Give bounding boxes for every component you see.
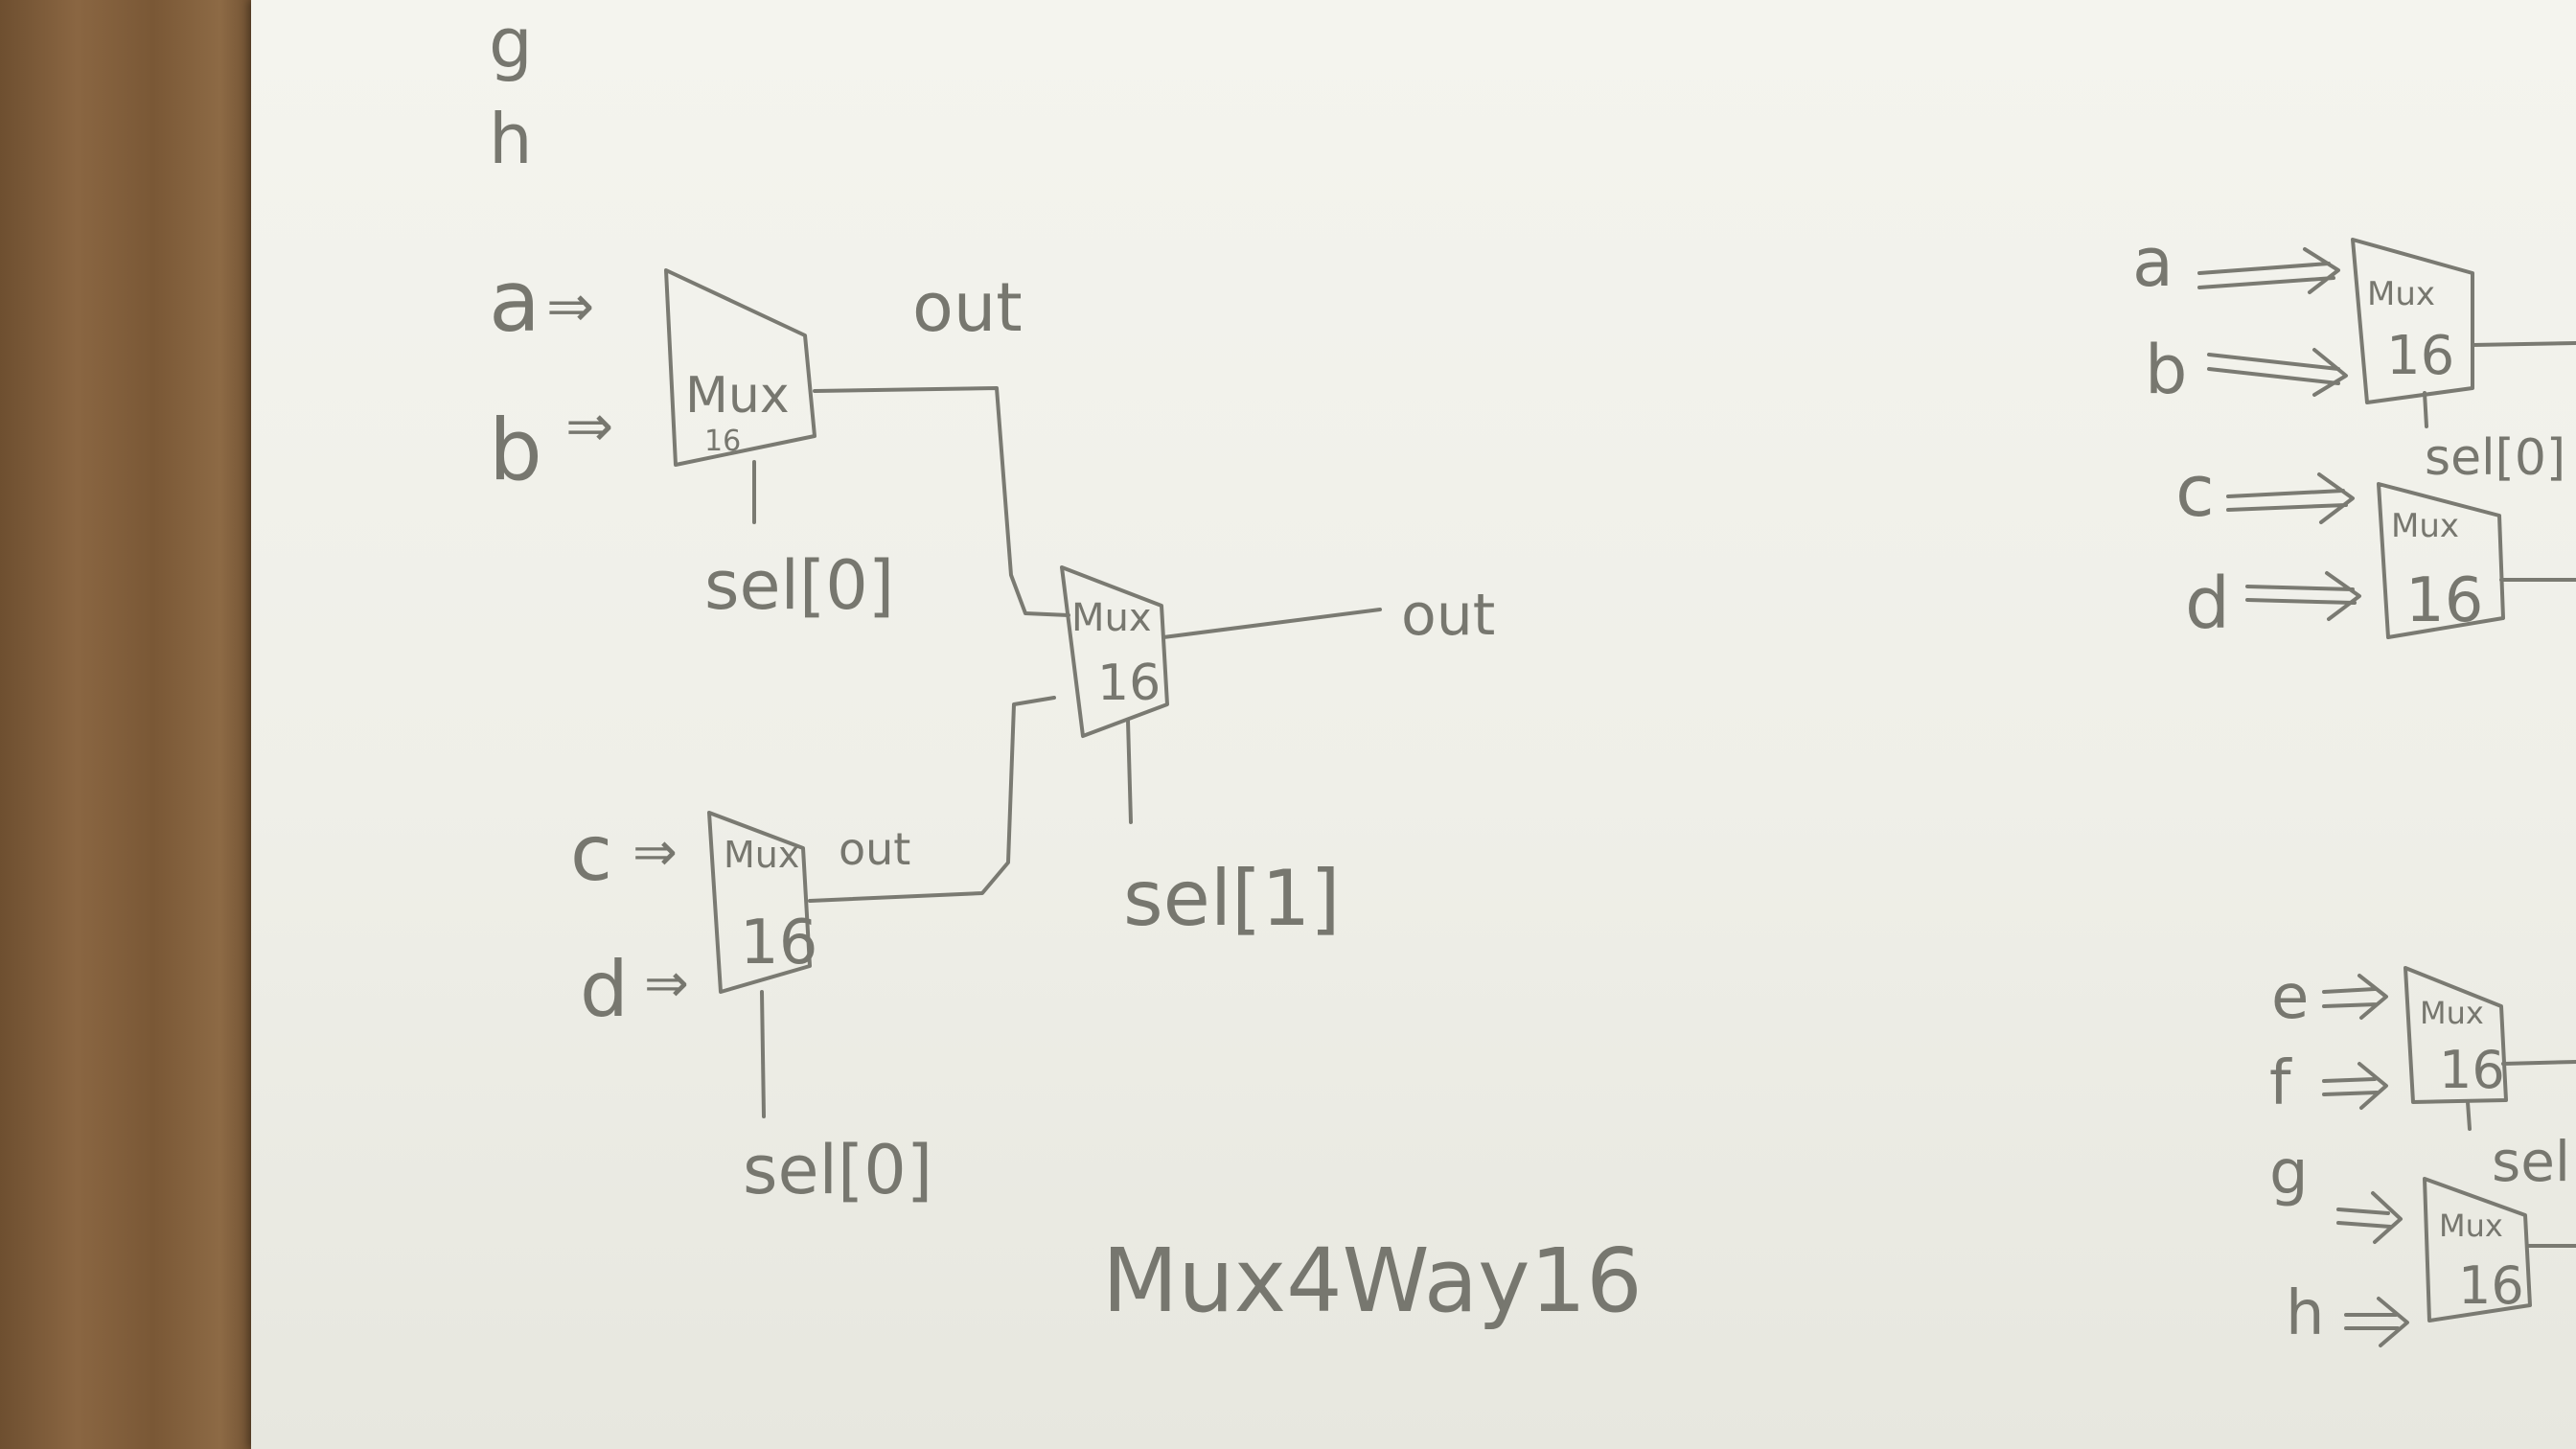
mux-final-body — [1060, 565, 1169, 738]
side-input-d: d — [2185, 563, 2230, 645]
side-input-a: a — [2132, 223, 2174, 302]
side-mux-gh: Mux 16 — [2423, 1177, 2532, 1322]
wire-ab-to-final — [813, 386, 1070, 617]
mux-ab-sel-label: sel[0] — [704, 546, 894, 625]
mux-cd-label: Mux — [724, 834, 799, 876]
side-mux-ef-sel: sel — [2492, 1129, 2570, 1194]
side-arrow-b — [2207, 348, 2348, 397]
side-mux-gh-width: 16 — [2458, 1255, 2524, 1316]
side-mux-cd-width: 16 — [2405, 565, 2483, 636]
side-mux-ef-sel-wire — [2466, 1100, 2472, 1131]
side-mux-ef: Mux 16 — [2404, 966, 2508, 1104]
side-mux-ab-label: Mux — [2367, 275, 2435, 313]
mux-ab-width: 16 — [704, 425, 741, 458]
input-a-arrow: ⇒ — [546, 273, 594, 340]
side-arrow-e — [2322, 974, 2388, 1020]
mux-final-width: 16 — [1097, 655, 1161, 712]
side-arrow-h — [2344, 1297, 2409, 1347]
side-mux-ef-body — [2404, 966, 2508, 1104]
side-mux-gh-label: Mux — [2439, 1208, 2503, 1244]
side-mux-ef-label: Mux — [2420, 995, 2484, 1031]
input-b-arrow: ⇒ — [565, 393, 613, 460]
side-mux-ab: Mux 16 — [2351, 238, 2474, 404]
paper-sheet — [251, 0, 2576, 1449]
side-arrow-c — [2226, 472, 2355, 524]
mux-ab-body — [664, 268, 816, 467]
side-mux-ab-sel: sel[0] — [2425, 429, 2565, 487]
side-input-c: c — [2175, 450, 2215, 533]
side-mux-ab-sel-wire — [2423, 391, 2428, 428]
mux-final: Mux 16 — [1060, 565, 1169, 738]
side-mux-ab-out — [2471, 341, 2576, 347]
mux-cd-sel-wire — [760, 990, 766, 1118]
mux-cd-sel-label: sel[0] — [743, 1131, 932, 1209]
side-input-e: e — [2271, 962, 2309, 1033]
side-arrow-a — [2197, 247, 2340, 294]
diagram-title: Mux4Way16 — [1102, 1230, 1643, 1332]
input-d-arrow: ⇒ — [644, 953, 689, 1015]
side-input-h: h — [2286, 1278, 2325, 1349]
side-input-b: b — [2145, 331, 2187, 409]
side-mux-cd-label: Mux — [2391, 507, 2459, 545]
final-out-label: out — [1401, 582, 1495, 649]
side-arrow-d — [2245, 571, 2361, 621]
input-b-label: b — [489, 401, 542, 499]
mux-cd: Mux 16 — [707, 811, 817, 994]
final-out-wire — [1162, 608, 1382, 639]
side-arrow-f — [2322, 1062, 2388, 1110]
input-c-arrow: ⇒ — [632, 821, 678, 884]
side-input-f: f — [2269, 1048, 2292, 1119]
input-c-label: c — [570, 809, 612, 898]
side-mux-cd: Mux 16 — [2377, 482, 2505, 639]
mux-ab: Mux 16 — [664, 268, 816, 467]
label-h: h — [489, 99, 533, 179]
mux-ab-label: Mux — [685, 367, 790, 425]
mux-final-label: Mux — [1071, 596, 1152, 640]
side-mux-ef-out — [2501, 1060, 2576, 1066]
input-a-label: a — [489, 252, 540, 351]
side-mux-ef-width: 16 — [2439, 1040, 2505, 1100]
side-mux-cd-body — [2377, 482, 2505, 639]
final-sel-wire — [1126, 719, 1133, 824]
input-d-label: d — [580, 945, 629, 1034]
mux-ab-out-label: out — [912, 268, 1023, 347]
side-mux-ab-body — [2351, 238, 2474, 404]
mux-cd-body — [707, 811, 812, 994]
mux-cd-width: 16 — [740, 908, 817, 978]
final-sel-label: sel[1] — [1123, 854, 1340, 943]
label-g: g — [489, 3, 533, 83]
side-mux-gh-body — [2423, 1177, 2532, 1322]
mux-cd-out-label: out — [839, 823, 910, 875]
side-arrow-g — [2336, 1191, 2403, 1244]
side-mux-ab-width: 16 — [2386, 325, 2454, 387]
wire-cd-to-final — [808, 696, 1056, 903]
side-input-g: g — [2269, 1138, 2309, 1208]
